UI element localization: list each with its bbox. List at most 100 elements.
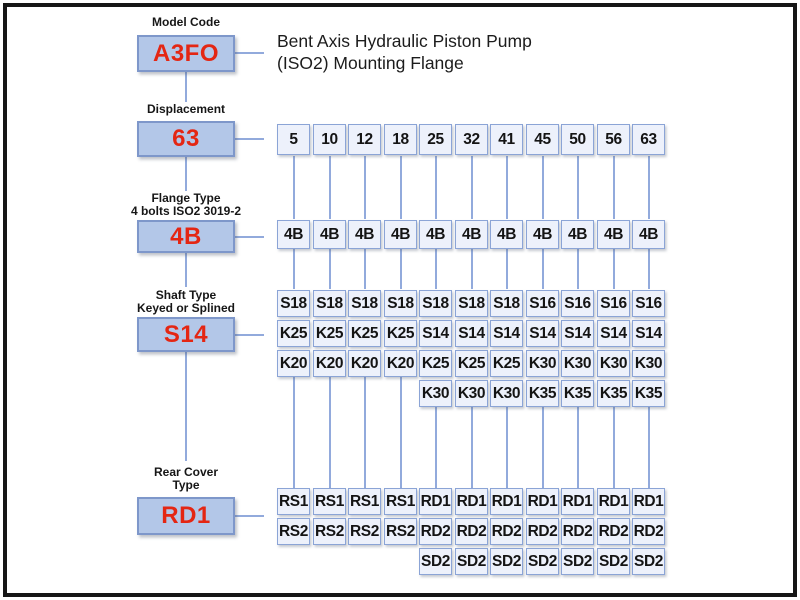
shaft-option-cell: K25	[384, 320, 417, 347]
rear-cover-option-cell: SD2	[490, 548, 523, 575]
rear-cover-option-cell: RS2	[313, 518, 346, 545]
rear-cover-option-cell: RS1	[384, 488, 417, 515]
shaft-option-cell: S18	[490, 290, 523, 317]
connector-shaft-to-rear-cover	[435, 407, 437, 488]
connector-flange-to-shaft	[471, 249, 473, 289]
rear-cover-option-cell: RD2	[561, 518, 594, 545]
displacement-option-cell: 63	[632, 124, 665, 155]
rear-cover-option-cell: RD2	[419, 518, 452, 545]
connector-shaft-to-rear-cover	[329, 377, 331, 488]
rear-cover-option-cell: RS2	[384, 518, 417, 545]
shaft-option-cell: S18	[313, 290, 346, 317]
shaft-option-cell: K25	[419, 350, 452, 377]
rear-cover-option-cell: SD2	[419, 548, 452, 575]
shaft-option-cell: K25	[490, 350, 523, 377]
selector-value-flange-type: 4B	[170, 222, 202, 250]
shaft-option-cell: K30	[561, 350, 594, 377]
connector-flange-to-shaft	[400, 249, 402, 289]
rear-cover-option-cell: RS1	[313, 488, 346, 515]
shaft-option-cell: K25	[277, 320, 310, 347]
rear-cover-option-cell: RS2	[348, 518, 381, 545]
rear-cover-option-cell: RS2	[277, 518, 310, 545]
connector-shaft-to-rear-cover	[577, 407, 579, 488]
connector-flange-to-shaft	[435, 249, 437, 289]
connector-line-model-code	[185, 72, 187, 102]
connector-displacement-to-flange	[471, 156, 473, 219]
rear-cover-option-cell: RS1	[277, 488, 310, 515]
selector-label-displacement: Displacement	[96, 103, 276, 116]
rear-cover-option-cell: RD2	[455, 518, 488, 545]
shaft-option-cell: S16	[597, 290, 630, 317]
connector-shaft-to-rear-cover	[471, 407, 473, 488]
shaft-option-cell: K30	[632, 350, 665, 377]
rear-cover-option-cell: RD1	[632, 488, 665, 515]
rear-cover-option-cell: SD2	[455, 548, 488, 575]
selector-label-model-code: Model Code	[96, 16, 276, 29]
shaft-option-cell: S16	[561, 290, 594, 317]
connector-stub-shaft-type	[235, 334, 264, 336]
rear-cover-option-cell: RD1	[455, 488, 488, 515]
shaft-option-cell: S14	[490, 320, 523, 347]
flange-option-cell: 4B	[277, 220, 310, 249]
selector-label-line: Rear Cover	[153, 465, 219, 479]
flange-option-cell: 4B	[313, 220, 346, 249]
selector-box-displacement: 63	[137, 121, 235, 157]
shaft-option-cell: S14	[632, 320, 665, 347]
diagram-title-line2: (ISO2) Mounting Flange	[277, 53, 464, 73]
flange-option-cell: 4B	[455, 220, 488, 249]
selector-value-shaft-type: S14	[163, 320, 209, 348]
connector-displacement-to-flange	[577, 156, 579, 219]
connector-shaft-to-rear-cover	[613, 407, 615, 488]
connector-shaft-to-rear-cover	[293, 377, 295, 488]
selector-box-rear-cover: RD1	[137, 497, 235, 535]
shaft-option-cell: K20	[348, 350, 381, 377]
selector-value-model-code: A3FO	[152, 39, 219, 67]
flange-option-cell: 4B	[526, 220, 559, 249]
connector-displacement-to-flange	[364, 156, 366, 219]
connector-shaft-to-rear-cover	[364, 377, 366, 488]
connector-displacement-to-flange	[293, 156, 295, 219]
flange-option-cell: 4B	[632, 220, 665, 249]
rear-cover-option-cell: RD1	[490, 488, 523, 515]
connector-displacement-to-flange	[329, 156, 331, 219]
connector-flange-to-shaft	[364, 249, 366, 289]
flange-option-cell: 4B	[561, 220, 594, 249]
connector-displacement-to-flange	[542, 156, 544, 219]
rear-cover-option-cell: RD1	[419, 488, 452, 515]
flange-option-cell: 4B	[384, 220, 417, 249]
selector-label-line: Displacement	[146, 102, 226, 116]
connector-flange-to-shaft	[293, 249, 295, 289]
flange-option-cell: 4B	[597, 220, 630, 249]
shaft-option-cell: S18	[455, 290, 488, 317]
shaft-option-cell: S16	[526, 290, 559, 317]
rear-cover-option-cell: RD1	[526, 488, 559, 515]
flange-option-cell: 4B	[490, 220, 523, 249]
connector-stub-displacement	[235, 138, 264, 140]
rear-cover-option-cell: SD2	[597, 548, 630, 575]
flange-option-cell: 4B	[419, 220, 452, 249]
rear-cover-option-cell: RS1	[348, 488, 381, 515]
rear-cover-option-cell: RD2	[526, 518, 559, 545]
diagram-title: Bent Axis Hydraulic Piston Pump (ISO2) M…	[277, 30, 532, 74]
shaft-option-cell: S14	[526, 320, 559, 347]
shaft-option-cell: S14	[455, 320, 488, 347]
displacement-option-cell: 5	[277, 124, 310, 155]
shaft-option-cell: S18	[348, 290, 381, 317]
connector-shaft-to-rear-cover	[506, 407, 508, 488]
displacement-option-cell: 50	[561, 124, 594, 155]
connector-line-displacement	[185, 157, 187, 191]
connector-flange-to-shaft	[542, 249, 544, 289]
selector-label-line: 4 bolts ISO2 3019-2	[130, 204, 242, 218]
connector-flange-to-shaft	[648, 249, 650, 289]
connector-flange-to-shaft	[613, 249, 615, 289]
rear-cover-option-cell: RD1	[597, 488, 630, 515]
selector-box-flange-type: 4B	[137, 220, 235, 253]
shaft-option-cell: K35	[526, 380, 559, 407]
connector-flange-to-shaft	[329, 249, 331, 289]
selector-box-model-code: A3FO	[137, 35, 235, 72]
connector-displacement-to-flange	[506, 156, 508, 219]
shaft-option-cell: S14	[561, 320, 594, 347]
displacement-option-cell: 56	[597, 124, 630, 155]
